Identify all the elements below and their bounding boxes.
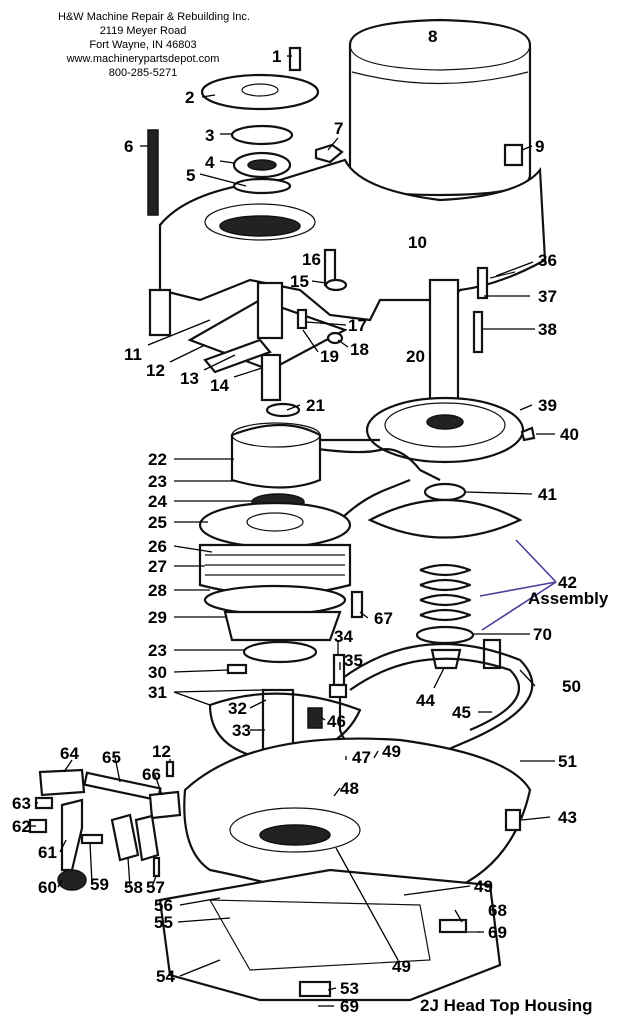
callout-2: 2 xyxy=(185,88,194,107)
callout-28: 28 xyxy=(148,581,167,600)
callout-14: 14 xyxy=(210,376,229,395)
callout-8: 8 xyxy=(428,27,437,46)
callout-49c: 49 xyxy=(474,877,493,896)
callout-10: 10 xyxy=(408,233,427,252)
callout-3: 3 xyxy=(205,126,214,145)
company-street: 2119 Meyer Road xyxy=(99,25,187,37)
callout-63: 63 xyxy=(12,794,31,813)
callout-17: 17 xyxy=(348,316,367,335)
callout-67: 67 xyxy=(374,609,393,628)
callout-69b: 69 xyxy=(488,923,507,942)
company-website: www.machinerypartsdepot.com xyxy=(66,53,220,65)
callout-61: 61 xyxy=(38,843,57,862)
callout-7: 7 xyxy=(334,119,343,138)
company-name: H&W Machine Repair & Rebuilding Inc. xyxy=(58,11,250,23)
callout-55: 55 xyxy=(154,913,173,932)
callout-24: 24 xyxy=(148,492,167,511)
callout-9: 9 xyxy=(535,137,544,156)
callout-27: 27 xyxy=(148,557,167,576)
callout-26: 26 xyxy=(148,537,167,556)
callout-39: 39 xyxy=(538,396,557,415)
spindle-pulley-stack xyxy=(198,402,364,664)
callout-46: 46 xyxy=(327,712,346,731)
callout-64: 64 xyxy=(60,744,79,763)
motor-part xyxy=(348,18,532,197)
callout-22: 22 xyxy=(148,450,167,469)
callout-70: 70 xyxy=(533,625,552,644)
callout-38: 38 xyxy=(538,320,557,339)
callout-16: 16 xyxy=(302,250,321,269)
callout-labels: 1 2 3 4 5 6 7 8 9 10 11 12 13 14 15 16 1… xyxy=(12,27,609,1016)
callout-58: 58 xyxy=(124,878,143,897)
leader-lines xyxy=(30,55,557,1007)
callout-65: 65 xyxy=(102,748,121,767)
callout-41: 41 xyxy=(538,485,557,504)
callout-57: 57 xyxy=(146,878,165,897)
callout-51: 51 xyxy=(558,752,577,771)
callout-69a: 69 xyxy=(340,997,359,1016)
callout-47: 47 xyxy=(352,748,371,767)
callout-23a: 23 xyxy=(148,472,167,491)
callout-29: 29 xyxy=(148,608,167,627)
company-info: H&W Machine Repair & Rebuilding Inc. 211… xyxy=(58,10,250,80)
callout-53: 53 xyxy=(340,979,359,998)
callout-56: 56 xyxy=(154,896,173,915)
callout-34: 34 xyxy=(334,627,353,646)
callout-35: 35 xyxy=(344,651,363,670)
company-phone: 800-285-5271 xyxy=(108,67,178,79)
callout-20: 20 xyxy=(406,347,425,366)
callout-1: 1 xyxy=(272,47,281,66)
callout-54: 54 xyxy=(156,967,175,986)
callout-12: 12 xyxy=(146,361,165,380)
company-city: Fort Wayne, IN 46803 xyxy=(89,39,197,51)
callout-23b: 23 xyxy=(148,641,167,660)
feed-lever-parts xyxy=(28,760,182,891)
callout-15: 15 xyxy=(290,272,309,291)
callout-5: 5 xyxy=(186,166,195,185)
base-plate-part xyxy=(158,868,502,1002)
shaft-parts xyxy=(428,266,516,412)
callout-62: 62 xyxy=(12,817,31,836)
callout-49b: 49 xyxy=(392,957,411,976)
callout-48: 48 xyxy=(340,779,359,798)
callout-25: 25 xyxy=(148,513,167,532)
callout-19: 19 xyxy=(320,347,339,366)
lower-housing-part xyxy=(183,737,532,902)
assembly-label: Assembly xyxy=(528,589,609,608)
callout-42: 42 xyxy=(558,573,577,592)
callout-60: 60 xyxy=(38,878,57,897)
callout-36: 36 xyxy=(538,251,557,270)
lever-block-parts xyxy=(187,248,348,402)
callout-21: 21 xyxy=(306,396,325,415)
callout-68: 68 xyxy=(488,901,507,920)
callout-43: 43 xyxy=(558,808,577,827)
callout-49a: 49 xyxy=(382,742,401,761)
callout-32: 32 xyxy=(228,699,247,718)
callout-44: 44 xyxy=(416,691,435,710)
callout-50: 50 xyxy=(562,677,581,696)
callout-45: 45 xyxy=(452,703,471,722)
spring-assembly xyxy=(367,482,523,670)
driven-pulley-part xyxy=(365,396,536,464)
top-cap-parts xyxy=(147,46,524,216)
callout-30: 30 xyxy=(148,663,167,682)
callout-12b: 12 xyxy=(152,742,171,761)
callout-66: 66 xyxy=(142,765,161,784)
diagram-title: 2J Head Top Housing xyxy=(420,996,593,1015)
callout-11: 11 xyxy=(124,345,142,364)
callout-37: 37 xyxy=(538,287,557,306)
callout-33: 33 xyxy=(232,721,251,740)
callout-6: 6 xyxy=(124,137,133,156)
callout-40: 40 xyxy=(560,425,579,444)
callout-31: 31 xyxy=(148,683,167,702)
callout-4: 4 xyxy=(205,153,215,172)
callout-59: 59 xyxy=(90,875,109,894)
callout-18: 18 xyxy=(350,340,369,359)
callout-13: 13 xyxy=(180,369,199,388)
